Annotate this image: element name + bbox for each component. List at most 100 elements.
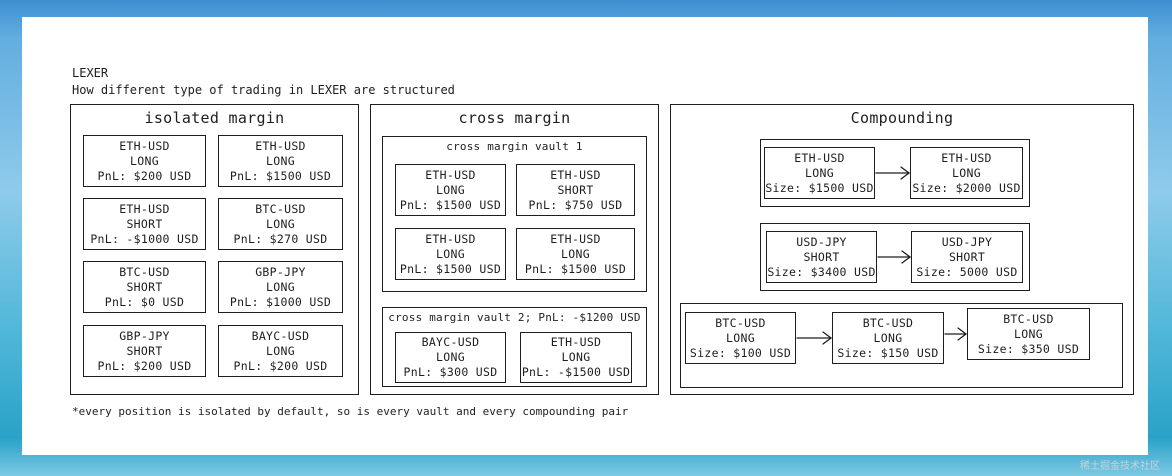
side-label: SHORT xyxy=(126,343,163,358)
vault-position-card: BAYC-USD LONG PnL: $300 USD xyxy=(395,332,506,383)
pair-label: BAYC-USD xyxy=(251,328,310,343)
pnl-label: PnL: $1000 USD xyxy=(229,294,332,309)
side-label: SHORT xyxy=(126,279,163,294)
side-label: LONG xyxy=(952,165,981,180)
isolated-margin-title: isolated margin xyxy=(144,109,285,127)
pair-label: ETH-USD xyxy=(550,335,602,349)
vault-2-title: cross margin vault 2; PnL: -$1200 USD xyxy=(388,311,641,324)
isolated-position-card: GBP-JPY LONG PnL: $1000 USD xyxy=(218,261,343,313)
pair-label: ETH-USD xyxy=(550,167,601,182)
isolated-position-card: GBP-JPY SHORT PnL: $200 USD xyxy=(83,325,206,377)
side-label: LONG xyxy=(873,330,903,345)
pnl-label: PnL: $200 USD xyxy=(97,168,192,183)
side-label: SHORT xyxy=(126,216,163,231)
pnl-label: PnL: $1500 USD xyxy=(229,168,332,183)
pnl-label: PnL: $1500 USD xyxy=(399,197,502,212)
vault-position-card: ETH-USD LONG PnL: $1500 USD xyxy=(516,228,635,280)
pair-label: ETH-USD xyxy=(794,150,845,165)
pair-label: BTC-USD xyxy=(715,315,766,330)
compounding-chain-2 xyxy=(760,223,1030,291)
side-label: LONG xyxy=(805,165,834,180)
pair-label: BTC-USD xyxy=(862,315,914,330)
pnl-label: PnL: -$1500 USD xyxy=(521,365,631,379)
compounding-position-card: USD-JPY SHORT Size: 5000 USD xyxy=(911,231,1023,283)
pair-label: BTC-USD xyxy=(119,264,170,279)
cross-margin-frame: cross margin xyxy=(370,104,659,395)
size-label: Size: $100 USD xyxy=(689,345,792,360)
size-label: Size: 5000 USD xyxy=(916,264,1018,279)
vault-position-card: ETH-USD LONG PnL: $1500 USD xyxy=(395,164,506,216)
pair-label: ETH-USD xyxy=(941,150,992,165)
pnl-label: PnL: $0 USD xyxy=(104,294,185,309)
side-label: SHORT xyxy=(948,249,986,264)
pnl-label: PnL: $1500 USD xyxy=(524,261,627,276)
isolated-position-card: BAYC-USD LONG PnL: $200 USD xyxy=(218,325,343,377)
pair-label: ETH-USD xyxy=(255,138,306,153)
side-label: LONG xyxy=(1014,326,1043,341)
pnl-label: PnL: $1500 USD xyxy=(399,261,502,276)
pair-label: USD-JPY xyxy=(941,234,993,249)
side-label: LONG xyxy=(266,216,295,231)
isolated-position-card: ETH-USD LONG PnL: $200 USD xyxy=(83,135,206,187)
isolated-position-card: BTC-USD LONG PnL: $270 USD xyxy=(218,198,343,250)
compounding-position-card: BTC-USD LONG Size: $100 USD xyxy=(685,312,796,364)
side-label: SHORT xyxy=(557,182,594,197)
pair-label: ETH-USD xyxy=(119,138,170,153)
side-label: LONG xyxy=(726,330,755,345)
pnl-label: PnL: $300 USD xyxy=(403,365,498,379)
pair-label: USD-JPY xyxy=(796,234,847,249)
pair-label: BAYC-USD xyxy=(421,335,480,349)
side-label: LONG xyxy=(436,246,465,261)
isolated-margin-frame: isolated margin xyxy=(70,104,359,395)
side-label: LONG xyxy=(561,246,590,261)
isolated-position-card: BTC-USD SHORT PnL: $0 USD xyxy=(83,261,206,313)
pair-label: ETH-USD xyxy=(119,201,170,216)
side-label: LONG xyxy=(436,182,465,197)
size-label: Size: $3400 USD xyxy=(767,264,876,279)
cross-margin-vault-1: cross margin vault 1 xyxy=(382,136,647,292)
pnl-label: PnL: $200 USD xyxy=(233,358,328,373)
compounding-chain-1 xyxy=(760,139,1030,207)
compounding-position-card: USD-JPY SHORT Size: $3400 USD xyxy=(766,231,877,283)
vault-position-card: ETH-USD LONG PnL: -$1500 USD xyxy=(520,332,632,383)
compounding-position-card: BTC-USD LONG Size: $350 USD xyxy=(967,308,1090,360)
pnl-label: PnL: $750 USD xyxy=(528,197,623,212)
pair-label: ETH-USD xyxy=(550,231,601,246)
compounding-position-card: ETH-USD LONG Size: $2000 USD xyxy=(910,147,1023,199)
side-label: LONG xyxy=(266,343,295,358)
pnl-label: PnL: $200 USD xyxy=(97,358,192,373)
size-label: Size: $350 USD xyxy=(977,341,1080,356)
compounding-position-card: ETH-USD LONG Size: $1500 USD xyxy=(764,147,875,199)
pair-label: BTC-USD xyxy=(255,201,306,216)
diagram-title: LEXER xyxy=(72,66,109,80)
footnote: *every position is isolated by default, … xyxy=(72,405,629,418)
diagram-subtitle: How different type of trading in LEXER a… xyxy=(72,83,455,97)
size-label: Size: $1500 USD xyxy=(765,180,874,195)
whiteboard-canvas: LEXER How different type of trading in L… xyxy=(22,17,1148,455)
cross-margin-title: cross margin xyxy=(458,109,571,127)
watermark: 稀土掘金技术社区 xyxy=(1080,461,1160,472)
pair-label: GBP-JPY xyxy=(255,264,306,279)
compounding-position-card: BTC-USD LONG Size: $150 USD xyxy=(832,312,944,364)
cross-margin-vault-2: cross margin vault 2; PnL: -$1200 USD xyxy=(382,307,647,387)
isolated-position-card: ETH-USD SHORT PnL: -$1000 USD xyxy=(83,198,206,250)
pair-label: ETH-USD xyxy=(425,231,476,246)
side-label: LONG xyxy=(130,153,159,168)
pnl-label: PnL: $270 USD xyxy=(233,231,328,246)
side-label: SHORT xyxy=(803,249,840,264)
size-label: Size: $150 USD xyxy=(837,345,939,360)
side-label: LONG xyxy=(266,279,295,294)
compounding-title: Compounding xyxy=(850,109,954,127)
size-label: Size: $2000 USD xyxy=(912,180,1021,195)
vault-1-title: cross margin vault 1 xyxy=(446,140,583,153)
pair-label: BTC-USD xyxy=(1003,311,1054,326)
vault-position-card: ETH-USD LONG PnL: $1500 USD xyxy=(395,228,506,280)
side-label: LONG xyxy=(561,350,591,364)
pair-label: ETH-USD xyxy=(425,167,476,182)
pair-label: GBP-JPY xyxy=(119,328,170,343)
isolated-position-card: ETH-USD LONG PnL: $1500 USD xyxy=(218,135,343,187)
vault-position-card: ETH-USD SHORT PnL: $750 USD xyxy=(516,164,635,216)
side-label: LONG xyxy=(266,153,295,168)
compounding-chain-3 xyxy=(680,303,1123,388)
side-label: LONG xyxy=(436,350,465,364)
